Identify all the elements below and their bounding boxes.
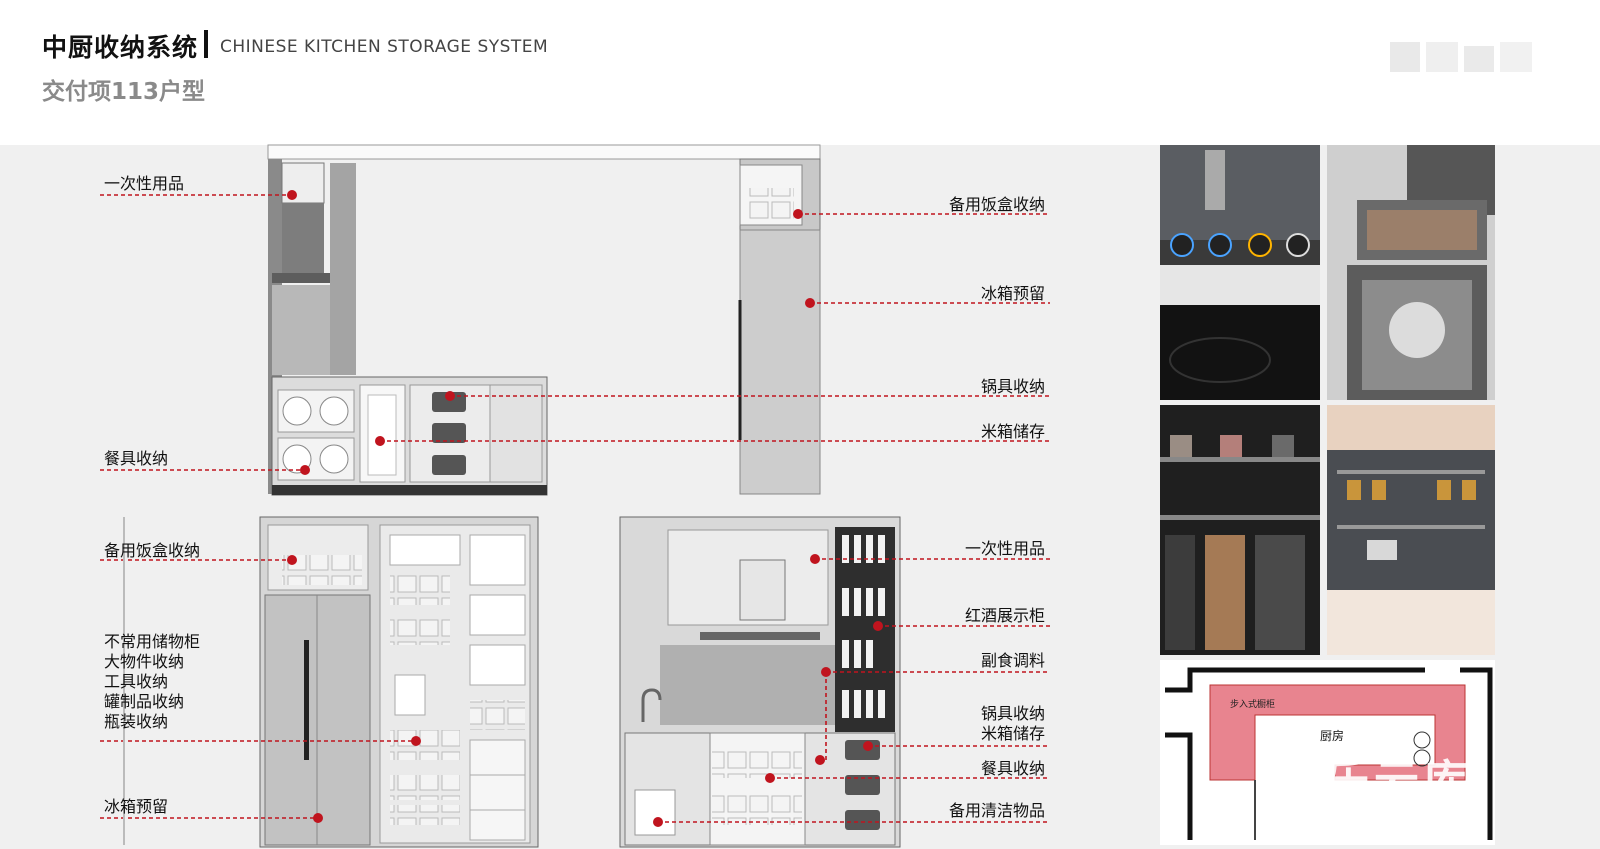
brand-logo [1390,42,1532,72]
label-tableware-bottom: 餐具收纳 [980,759,1045,778]
label-wine-cabinet: 红酒展示柜 [964,606,1045,625]
label-storage-line: 大物件收纳 [104,652,185,671]
label-pots-bottom: 锅具收纳 [980,704,1045,723]
photo-jars [1160,405,1320,655]
photo-drawer [1327,145,1495,400]
bottom-right-elevation [619,516,901,848]
page-subtitle: 交付项113户型 [42,79,206,105]
bottom-left-elevation [259,516,539,848]
label-storage-line: 瓶装收纳 [104,712,169,731]
label-lunchbox-bottom: 备用饭盒收纳 [104,541,201,560]
floorplan-small-label: 步入式橱柜 [1230,698,1275,710]
label-disposable-top: 一次性用品 [104,174,185,193]
label-storage-line: 不常用储物柜 [104,632,201,651]
label-storage-line: 工具收纳 [104,672,169,691]
watermark: 乐云库 [1325,755,1473,808]
leader-dots [287,190,883,827]
title-divider [204,30,208,58]
top-elevation [267,144,821,496]
label-fridge-top: 冰箱预留 [980,284,1045,303]
page-title-english: CHINESE KITCHEN STORAGE SYSTEM [220,37,549,57]
label-tableware-top: 餐具收纳 [104,449,169,468]
floor-plan: 步入式橱柜 厨房 [1160,660,1495,845]
label-lunchbox-top: 备用饭盒收纳 [948,195,1045,214]
page-title: 中厨收纳系统 [42,33,199,62]
photo-cooktop [1160,145,1320,400]
label-cleaning: 备用清洁物品 [948,801,1045,820]
leader-lines [100,194,1050,823]
label-storage-list: 不常用储物柜 大物件收纳 工具收纳 罐制品收纳 瓶装收纳 [104,632,200,732]
label-pots-top: 锅具收纳 [980,377,1045,396]
label-rice-top: 米箱储存 [980,422,1045,441]
header: 中厨收纳系统 CHINESE KITCHEN STORAGE SYSTEM 交付… [0,0,1600,145]
label-rice-bottom: 米箱储存 [980,724,1045,743]
floorplan-room-label: 厨房 [1320,728,1344,743]
label-storage-line: 罐制品收纳 [104,692,185,711]
label-fridge-bottom: 冰箱预留 [104,797,169,816]
photo-pullout-rack [1327,405,1495,655]
label-disposable-bottom: 一次性用品 [964,539,1045,558]
label-condiments: 副食调料 [980,651,1045,670]
